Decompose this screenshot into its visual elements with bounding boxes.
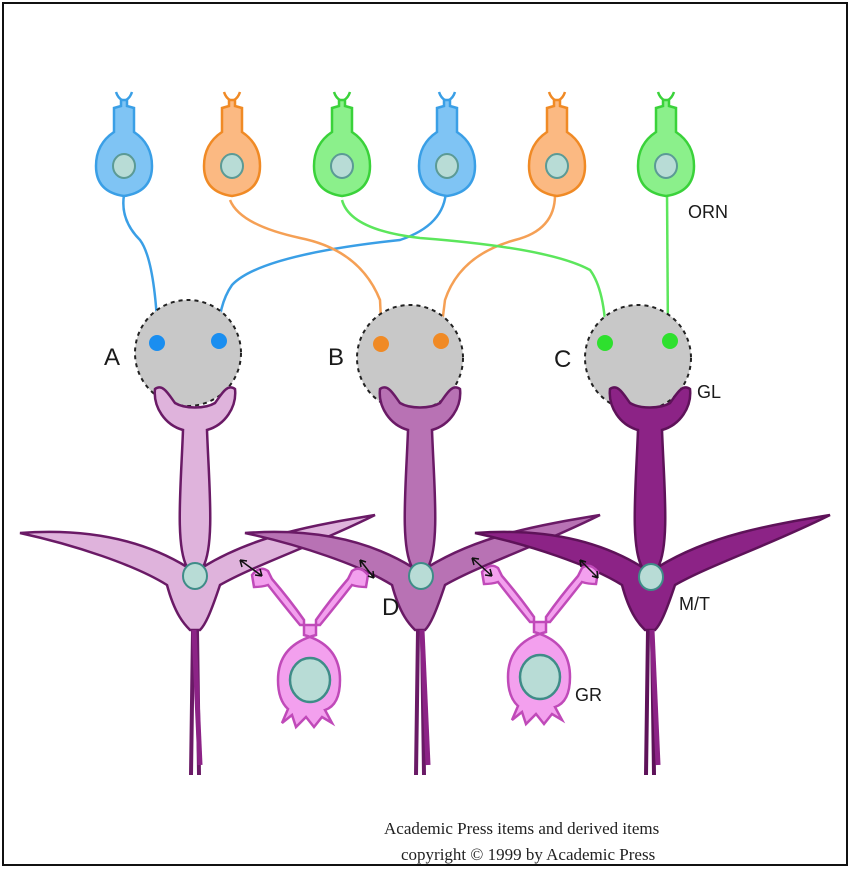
glomeruli xyxy=(135,300,691,411)
mt-nucleus-c xyxy=(639,564,663,590)
terminal-blue-2 xyxy=(211,333,227,349)
orn-cell-orange-2 xyxy=(529,92,585,196)
mt-nucleus-b xyxy=(409,563,433,589)
label-d: D xyxy=(382,594,399,621)
terminal-green-1 xyxy=(597,335,613,351)
mt-nucleus-a xyxy=(183,563,207,589)
credit-line-2: copyright © 1999 by Academic Press xyxy=(401,845,655,864)
terminal-green-2 xyxy=(662,333,678,349)
label-c: C xyxy=(554,346,571,373)
credit-line-1: Academic Press items and derived items xyxy=(384,819,659,838)
orn-cell-green-2 xyxy=(638,92,694,196)
mt-cells xyxy=(20,387,830,775)
terminal-blue-1 xyxy=(149,335,165,351)
granule-cell-1 xyxy=(252,569,368,727)
orn-cell-green-1 xyxy=(314,92,370,196)
label-b: B xyxy=(328,344,344,371)
label-mt: M/T xyxy=(679,594,710,614)
label-gr: GR xyxy=(575,685,602,705)
label-gl: GL xyxy=(697,382,721,402)
orn-cells xyxy=(96,92,694,196)
label-orn: ORN xyxy=(688,202,728,222)
terminal-orange-2 xyxy=(433,333,449,349)
orn-cell-blue-2 xyxy=(419,92,475,196)
label-a: A xyxy=(104,344,120,371)
axon-orange-2 xyxy=(440,195,555,340)
orn-cell-orange-1 xyxy=(204,92,260,196)
terminal-orange-1 xyxy=(373,336,389,352)
orn-cell-blue-1 xyxy=(96,92,152,196)
